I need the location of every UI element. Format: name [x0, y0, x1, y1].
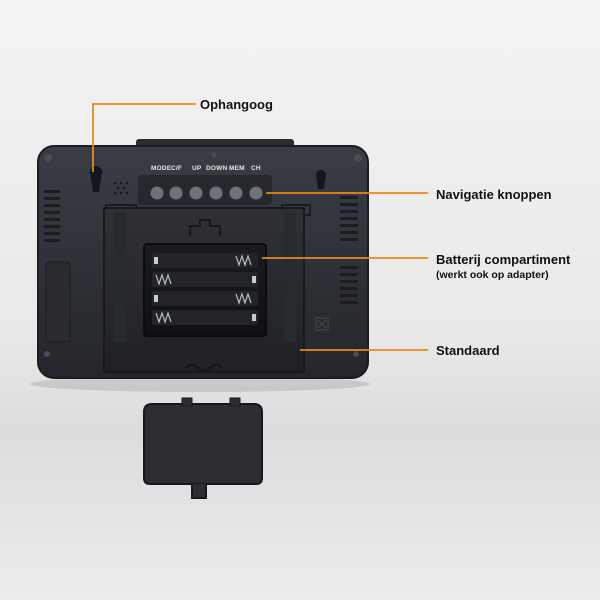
cf-label: C/F — [171, 165, 183, 172]
battery-label: Batterij compartiment — [436, 252, 571, 267]
stand-hinge — [185, 364, 223, 372]
nav-buttons-label: Navigatie knoppen — [436, 187, 552, 202]
mem-button[interactable] — [229, 186, 243, 200]
hanging-hook-left — [90, 166, 102, 192]
battery-cells — [152, 253, 258, 325]
battery-latch-slot — [189, 219, 221, 236]
hanging-hook-label: Ophangoog — [200, 97, 273, 112]
battery-cover — [143, 397, 263, 499]
hanging-hook-right — [316, 170, 326, 189]
battery-note: (werkt ook op adapter) — [436, 269, 549, 281]
callout-lines — [92, 103, 428, 351]
battery-springs — [155, 254, 252, 324]
mem-label: MEM — [229, 165, 245, 172]
hanging-hook-callout-line — [92, 103, 196, 172]
down-label: DOWN — [206, 165, 228, 172]
up-label: UP — [192, 165, 202, 172]
left-vent-grille — [44, 190, 60, 242]
stand-label: Standaard — [436, 343, 500, 358]
cf-button[interactable] — [169, 186, 183, 200]
device-shadow — [30, 376, 370, 392]
ch-label: CH — [251, 165, 261, 172]
battery-contacts — [154, 257, 256, 321]
speaker-holes-left — [113, 181, 129, 195]
mode-button[interactable] — [150, 186, 164, 200]
down-button[interactable] — [209, 186, 223, 200]
screw-bottom-right — [353, 351, 359, 357]
left-side-panel — [45, 261, 71, 343]
stand-rail-right — [284, 212, 296, 342]
screw-top-center — [211, 152, 217, 158]
right-vent-grille — [340, 196, 358, 304]
recycle-mark — [315, 317, 329, 331]
mode-label: MODE — [151, 165, 172, 172]
screw-top-right — [354, 154, 362, 162]
up-button[interactable] — [189, 186, 203, 200]
stand-rail-left — [114, 212, 126, 342]
screw-top-left — [44, 154, 52, 162]
device-buttons — [150, 186, 263, 200]
ch-button[interactable] — [249, 186, 263, 200]
screw-bottom-left — [44, 351, 50, 357]
